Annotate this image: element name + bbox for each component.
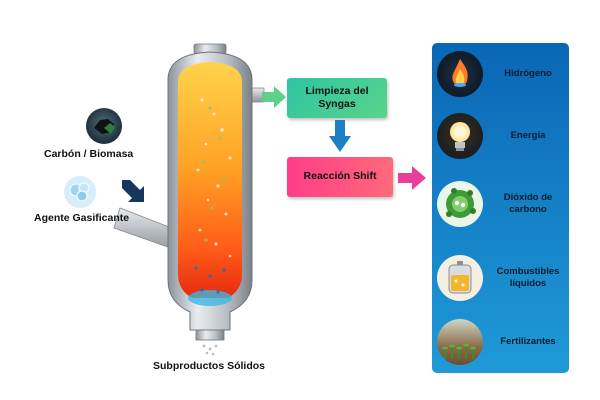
product-hydrogen: Hidrógeno (432, 51, 569, 97)
arrow-to-cleaning (262, 86, 286, 108)
product-energy-label: Energía (510, 130, 546, 142)
product-liquid-fuels-line1: Combustibles (496, 266, 560, 278)
product-co2-line1: Dióxido de (503, 192, 553, 204)
product-co2-line2: carbono (509, 204, 547, 215)
product-fertilizers-label: Fertilizantes (500, 336, 556, 348)
coal-biomass-icon (86, 108, 122, 144)
carbon-biomass-label: Carbón / Biomasa (44, 148, 134, 160)
arrow-feed-in (122, 180, 144, 202)
product-hydrogen-label: Hidrógeno (504, 68, 552, 80)
shift-reaction-box: Reacción Shift (287, 157, 393, 197)
product-energy: Energía (432, 113, 569, 159)
products-panel: Hidrógeno Energía (432, 43, 569, 373)
product-liquid-fuels: Combustibles líquidos (432, 255, 569, 301)
arrow-to-products (398, 166, 426, 190)
syngas-cleaning-line1: Limpieza del (305, 84, 369, 97)
co2-molecule-icon (437, 181, 483, 227)
product-co2: Dióxido de carbono (432, 181, 569, 227)
gasifying-agent-label: Agente Gasificante (34, 212, 130, 224)
crop-field-icon (437, 319, 483, 365)
arrow-down-to-shift (329, 120, 351, 152)
syngas-cleaning-line2: Syngas (318, 98, 356, 110)
light-bulb-icon (437, 113, 483, 159)
gasifying-agent-icon (64, 176, 96, 208)
syngas-cleaning-box: Limpieza del Syngas (287, 78, 387, 118)
product-liquid-fuels-line2: líquidos (509, 278, 547, 289)
solid-byproducts-label: Subproductos Sólidos (153, 360, 265, 372)
gasifier-reactor (113, 43, 265, 356)
shift-reaction-label: Reacción Shift (303, 170, 377, 183)
product-fertilizers: Fertilizantes (432, 319, 569, 365)
fuel-tank-icon (437, 255, 483, 301)
flame-icon (437, 51, 483, 97)
